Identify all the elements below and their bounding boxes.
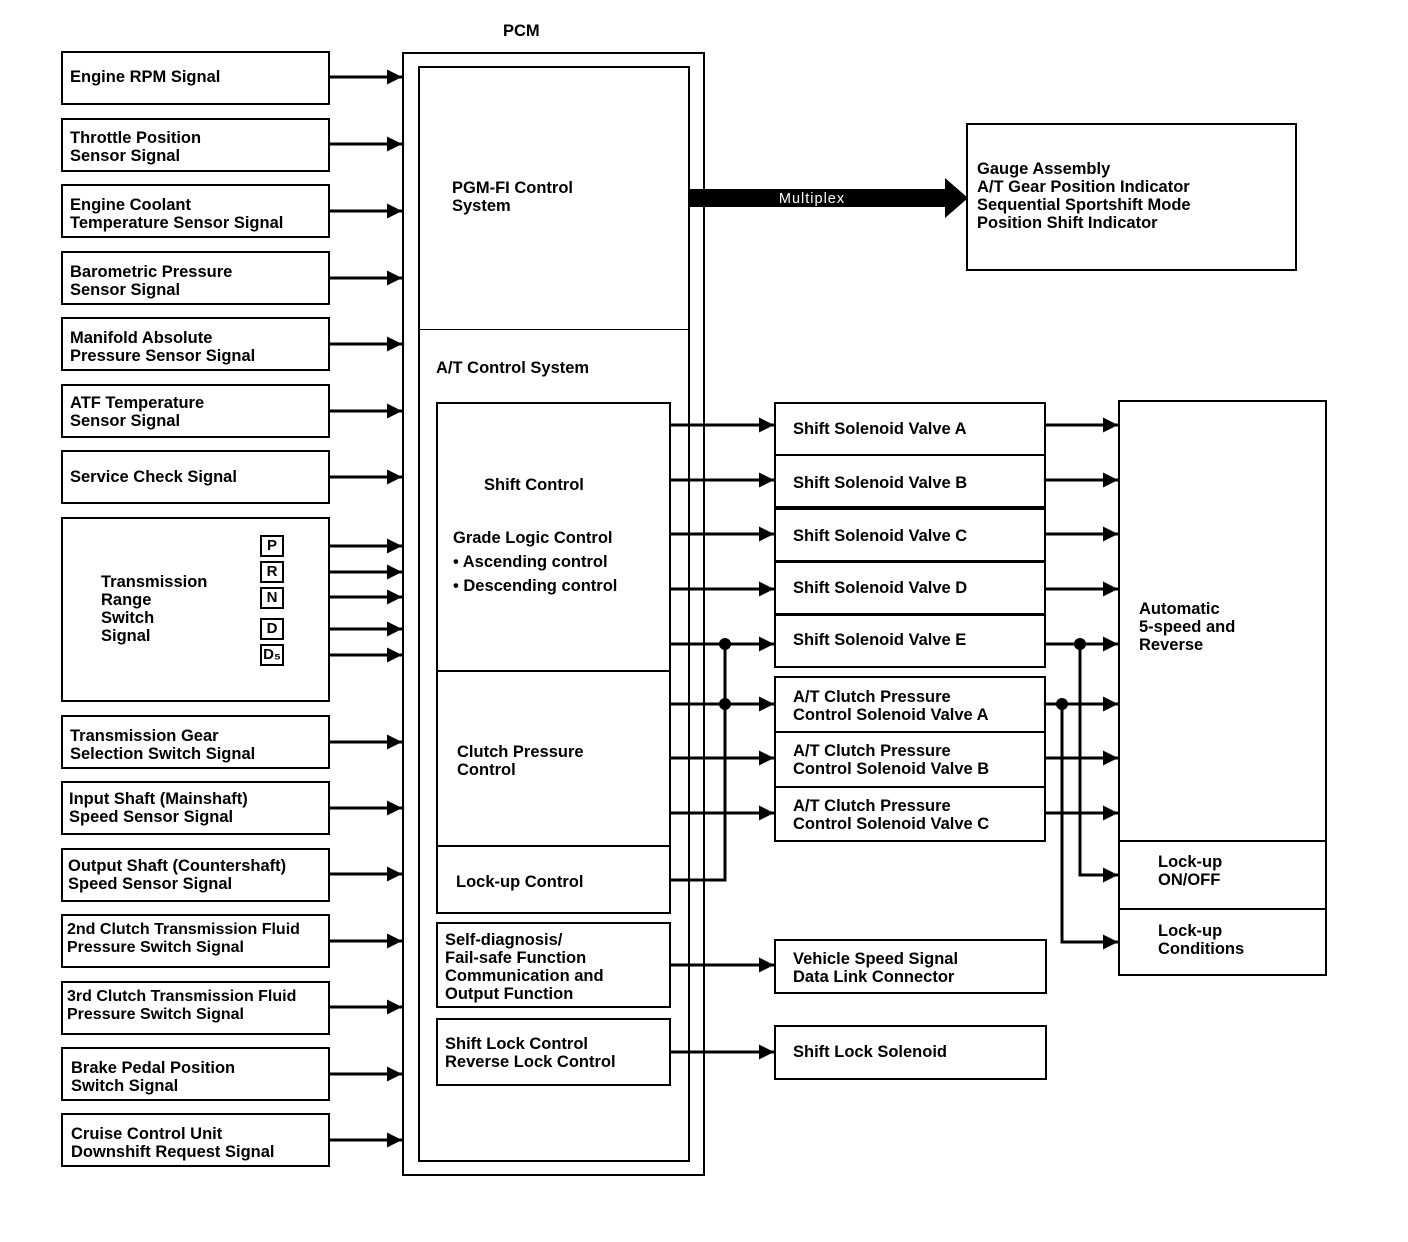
range-switch-label: Transmission Range Switch Signal: [101, 573, 208, 645]
input-box: [61, 118, 330, 172]
output-label: Shift Solenoid Valve E: [793, 631, 967, 649]
input-label: Service Check Signal: [70, 468, 237, 486]
output-label: Shift Solenoid Valve D: [793, 579, 968, 597]
output-box: [774, 939, 1047, 994]
input-label: Throttle Position Sensor Signal: [70, 129, 202, 165]
input-label: Manifold Absolute Pressure Sensor Signal: [70, 329, 256, 365]
output-label: Shift Solenoid Valve A: [793, 420, 967, 438]
self-diag-label: Self-diagnosis/ Fail-safe Function Commu…: [445, 931, 604, 1003]
range-d5-indicator: D₅: [260, 644, 284, 666]
input-label: Engine Coolant Temperature Sensor Signal: [70, 196, 284, 232]
input-box: [61, 981, 330, 1035]
gauge-assembly-label: Gauge Assembly A/T Gear Position Indicat…: [977, 160, 1191, 232]
lockup-onoff-section: [1118, 840, 1327, 910]
input-box: [61, 781, 330, 835]
input-box: [61, 848, 330, 902]
input-box: [61, 251, 330, 305]
junction-dot: [1074, 638, 1086, 650]
input-label: Brake Pedal Position Switch Signal: [71, 1059, 236, 1095]
self-diag-block: [436, 922, 671, 1008]
lockup-control-label: Lock-up Control: [456, 873, 584, 891]
lockup-cond-bus: [1060, 704, 1118, 950]
output-label: Vehicle Speed Signal Data Link Connector: [793, 950, 959, 986]
output-label: A/T Clutch Pressure Control Solenoid Val…: [793, 797, 990, 833]
output-label: Shift Solenoid Valve B: [793, 474, 968, 492]
input-box: [61, 184, 330, 238]
range-switch-box: [61, 517, 330, 702]
transmission-label: Automatic 5-speed and Reverse: [1139, 600, 1236, 654]
input-label: Input Shaft (Mainshaft) Speed Sensor Sig…: [69, 790, 248, 826]
output-label: A/T Clutch Pressure Control Solenoid Val…: [793, 742, 990, 778]
output-box: [774, 786, 1046, 842]
input-label: 3rd Clutch Transmission Fluid Pressure S…: [67, 988, 297, 1023]
junction-dot: [1056, 698, 1068, 710]
input-box: [61, 317, 330, 371]
pcm-outer-frame: [402, 52, 705, 1176]
input-box: [61, 914, 330, 968]
clutch-pressure-label: Clutch Pressure Control: [457, 743, 584, 779]
grade-logic-label: Grade Logic Control • Ascending control …: [453, 529, 618, 595]
input-box: [61, 1047, 330, 1101]
input-label: ATF Temperature Sensor Signal: [70, 394, 205, 430]
input-label: Output Shaft (Countershaft) Speed Sensor…: [68, 857, 287, 893]
input-box: [61, 450, 330, 504]
junction-dot: [719, 698, 731, 710]
range-n-indicator: N: [260, 587, 284, 609]
output-box: [774, 454, 1046, 508]
lockup-control-block: [436, 845, 671, 914]
multiplex-arrow: [688, 178, 968, 218]
at-system-label: A/T Control System: [436, 359, 590, 377]
range-r-indicator: R: [260, 561, 284, 583]
range-d-indicator: D: [260, 618, 284, 640]
shift-lock-block: [436, 1018, 671, 1086]
junction-dot: [719, 638, 731, 650]
gauge-assembly-box: [966, 123, 1297, 271]
range-p-indicator: P: [260, 535, 284, 557]
pgmfi-label: PGM-FI Control System: [452, 179, 573, 215]
pgmfi-section: [418, 66, 690, 330]
input-box: [61, 1113, 330, 1167]
multiplex-label: Multiplex: [779, 191, 845, 207]
input-label: 2nd Clutch Transmission Fluid Pressure S…: [67, 921, 300, 956]
input-box: [61, 51, 330, 105]
input-label: Cruise Control Unit Downshift Request Si…: [71, 1125, 275, 1161]
shift-control-label: Shift Control: [484, 476, 584, 494]
lockup-onoff-bus: [1078, 644, 1118, 883]
output-label: Shift Solenoid Valve C: [793, 527, 968, 545]
input-box: [61, 384, 330, 438]
output-box: [774, 614, 1046, 668]
output-label: A/T Clutch Pressure Control Solenoid Val…: [793, 688, 989, 724]
transmission-box: [1118, 400, 1327, 976]
output-label: Shift Lock Solenoid: [793, 1043, 948, 1061]
shift-lock-label: Shift Lock Control Reverse Lock Control: [445, 1035, 616, 1071]
input-label: Barometric Pressure Sensor Signal: [70, 263, 233, 299]
pcm-title: PCM: [503, 22, 540, 40]
lockup-conditions-label: Lock-up Conditions: [1158, 922, 1245, 958]
lockup-onoff-label: Lock-up ON/OFF: [1158, 853, 1223, 889]
output-box: [774, 1025, 1047, 1080]
input-label: Transmission Gear Selection Switch Signa…: [70, 727, 256, 763]
input-box: [61, 715, 330, 769]
input-label: Engine RPM Signal: [70, 68, 221, 86]
